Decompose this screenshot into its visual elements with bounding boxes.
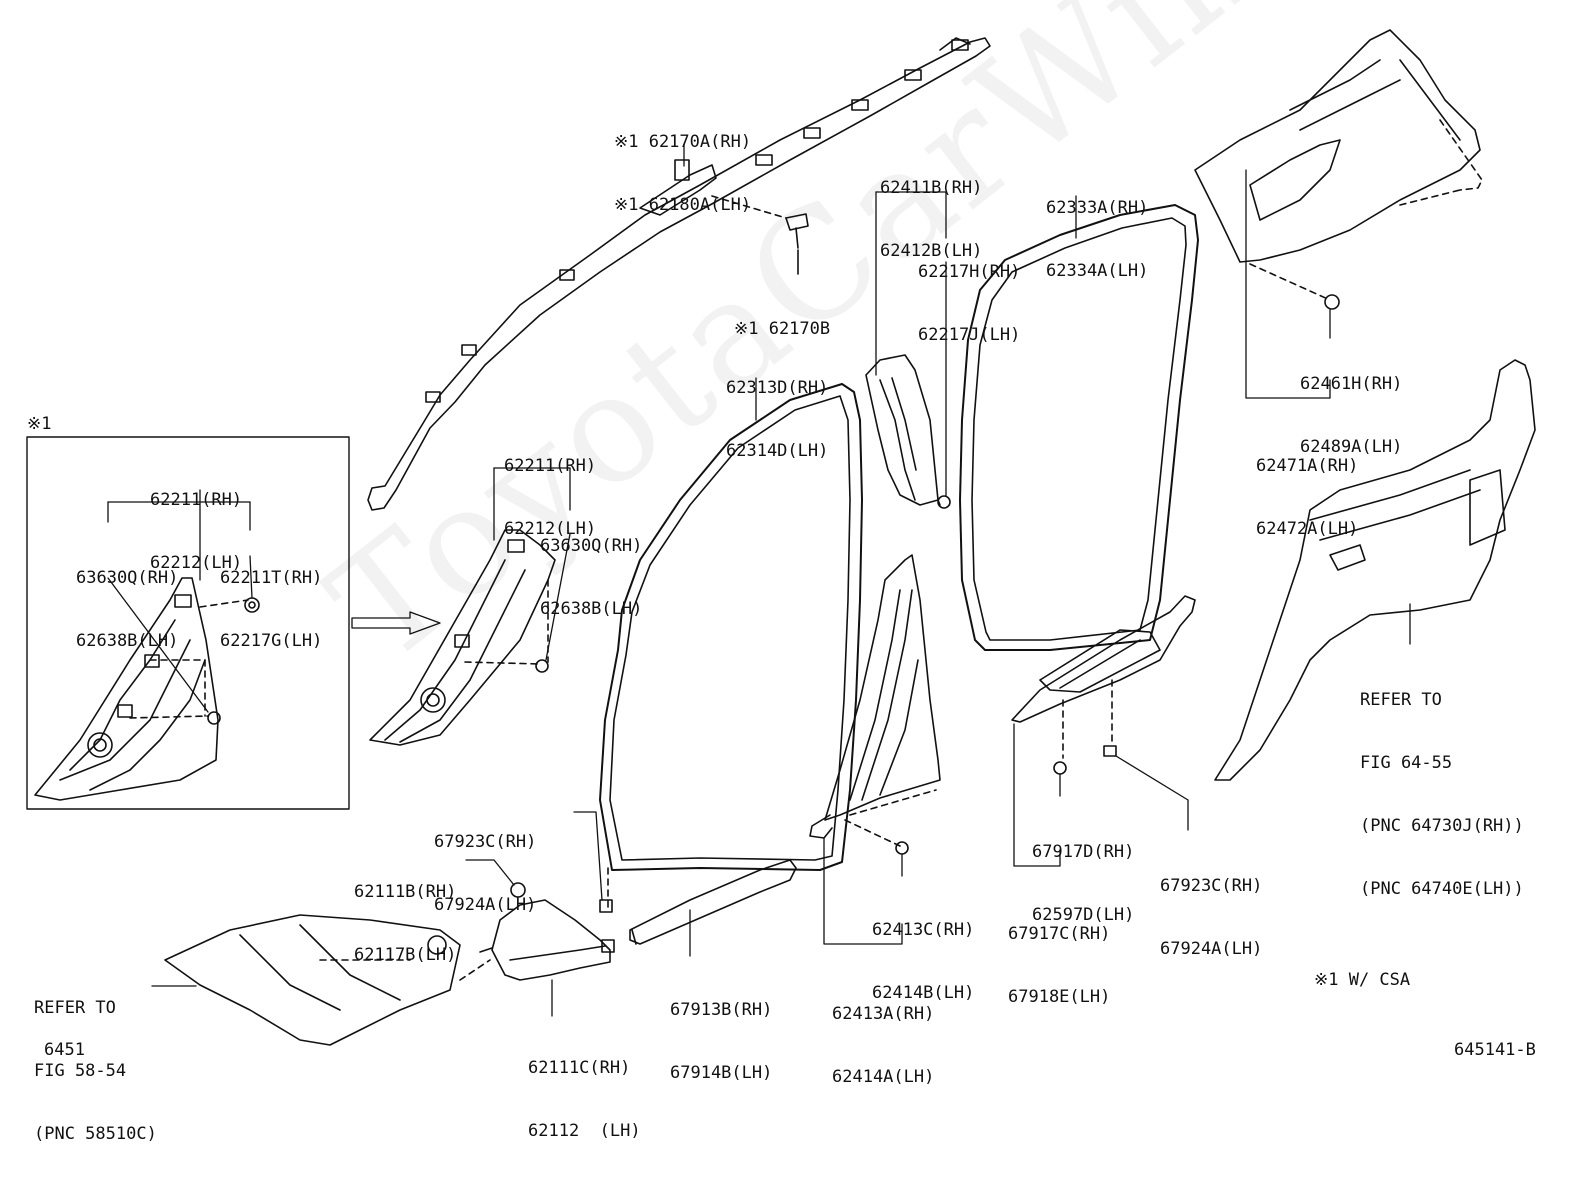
drawing-number: 645141-B [1454,1040,1536,1060]
callout-quarter-clip: 62461H(RH) 62489A(LH) [1300,374,1403,457]
inset-front-pillar-trim [34,577,260,801]
csa-note: ※1 W/ CSA [1314,970,1411,990]
callout-center-pillar-clip: 62217H(RH) 62217J(LH) [918,262,1021,345]
callout-inset-clip-a: 63630Q(RH) 62638B(LH) [76,568,179,651]
quarter-upper-trim [1194,29,1483,310]
quarter-lower-trim [1214,359,1536,781]
inset-arrow [351,611,441,635]
diagram-artwork [26,29,1536,1046]
inset-frame [26,436,350,810]
callout-rear-scuff: 67917C(RH) 67918E(LH) [1008,924,1111,1007]
callout-center-pillar-upper: 62411B(RH) 62412B(LH) [880,178,983,261]
callout-front-pillar-clip: 63630Q(RH) 62638B(LH) [540,536,643,619]
callout-center-pillar-lower: 62413A(RH) 62414A(LH) [832,1004,935,1087]
callout-refer-fig-58-54: REFER TO FIG 58-54 (PNC 58510C) [34,998,157,1144]
roof-clip [785,213,809,275]
center-pillar-upper-trim [865,354,951,509]
callout-front-pillar: 62211(RH) 62212(LH) [504,456,597,539]
parts-diagram: ToyotaCarWinner [26,0,1536,1144]
rear-scuff-plate [1011,595,1196,775]
callout-roof-clip: ※1 62170B [734,319,831,339]
floor-pan [164,914,491,1046]
callout-rear-scuff-side-clip: 67923C(RH) 67924A(LH) [1160,876,1263,959]
callout-center-pillar-lower-clip: 62413C(RH) 62414B(LH) [872,920,975,1003]
callout-front-weatherstrip: 62313D(RH) 62314D(LH) [726,378,829,461]
callout-rear-weatherstrip: 62333A(RH) 62334A(LH) [1046,198,1149,281]
front-scuff-plate [629,859,797,945]
callout-roof-rail-trim: ※1 62170A(RH) ※1 62180A(LH) [614,132,752,215]
callout-front-scuff: 67913B(RH) 67914B(LH) [670,1000,773,1083]
figure-code: 6451 [44,1040,85,1060]
callout-cowl-side-trim: 62111C(RH) 62112 (LH) [528,1058,641,1141]
leader-lines [107,143,1411,1017]
callout-cowl-side-clip: 62111B(RH) 62117B(LH) [354,882,457,965]
front-door-weatherstrip [599,383,863,871]
csa-marker: ※1 [27,414,52,434]
callout-quarter-trim: 62471A(RH) 62472A(LH) [1256,456,1359,539]
callout-inset-front-pillar: 62211(RH) 62212(LH) [150,490,243,573]
rear-door-weatherstrip [959,204,1199,651]
callout-inset-clip-b: 62211T(RH) 62217G(LH) [220,568,323,651]
cowl-side-trim [479,867,615,981]
callout-cowl-clip: 67923C(RH) 67924A(LH) [434,832,537,915]
roof-rail-trim [367,37,991,511]
callout-refer-fig-64-55: REFER TO FIG 64-55 (PNC 64730J(RH)) (PNC… [1360,690,1524,899]
center-pillar-lower-trim [809,554,941,855]
callout-rear-scuff-clip: 67917D(RH) 62597D(LH) [1032,842,1135,925]
